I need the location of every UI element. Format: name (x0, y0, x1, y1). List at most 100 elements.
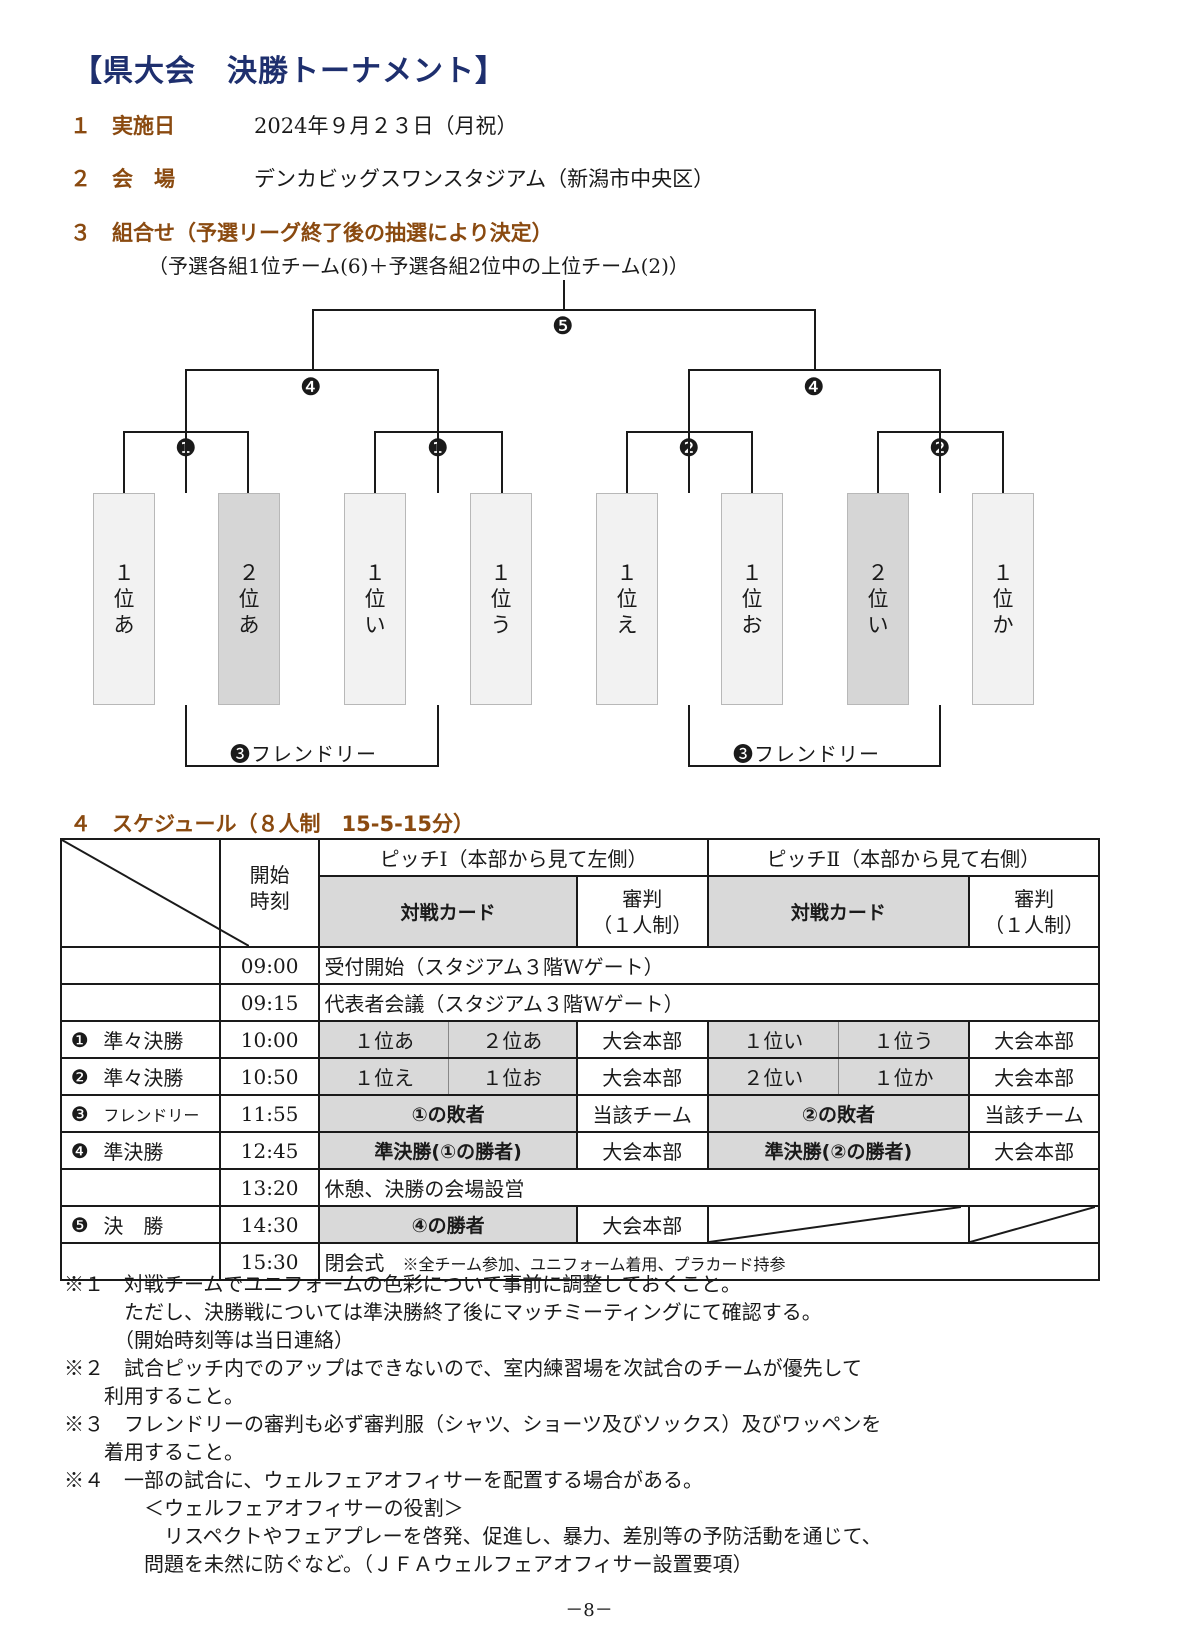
row-time: 09:00 (218, 946, 321, 985)
referee: 当該チーム (968, 1094, 1100, 1133)
table-row: 15:30 閉会式 ※全チーム参加、ユニフォーム着用、プラカード持参 (60, 1242, 1100, 1281)
header-match-card-1: 対戦カード (318, 875, 578, 948)
note-line: 利用すること。 (64, 1384, 244, 1408)
row-label-empty (60, 983, 221, 1022)
match-team: １位か (837, 1057, 971, 1096)
referee: 当該チーム (575, 1094, 709, 1133)
seed-label: ２ 位 い (867, 561, 889, 637)
referee: 大会本部 (575, 1205, 709, 1244)
seed-box: １ 位 か (972, 493, 1034, 705)
seed-label: １ 位 か (992, 561, 1014, 637)
venue: デンカビッグスワンスタジアム（新潟市中央区） (254, 167, 715, 191)
header-pitch-2: ピッチⅡ（本部から見て右側） (706, 837, 1101, 878)
row-number: ❶ (59, 1020, 98, 1059)
row-text: 受付開始（スタジアム３階Wゲート） (318, 946, 1100, 985)
row-time: 09:15 (218, 983, 321, 1022)
match-team: １位あ (318, 1020, 449, 1059)
header-start-time: 開始 時刻 (218, 838, 321, 948)
referee: 大会本部 (575, 1131, 709, 1170)
table-row: ❷ 準々決勝 10:50 １位え １位お 大会本部 ２位い １位か 大会本部 (59, 1057, 1100, 1096)
match-team: ２位い (706, 1057, 839, 1096)
note-line: ※４ 一部の試合に、ウェルフェアオフィサーを配置する場合がある。 (64, 1468, 703, 1492)
diagonal-line (708, 1207, 961, 1242)
row-time: 12:45 (218, 1131, 321, 1170)
tournament-bracket (123, 280, 1004, 767)
seed-label: １ 位 あ (113, 561, 135, 637)
row-time: 13:20 (218, 1168, 321, 1207)
section-4-label: スケジュール（８人制 15-5-15分） (112, 812, 475, 836)
schedule-table: 開始 時刻 ピッチⅠ（本部から見て左側） ピッチⅡ（本部から見て右側） 対戦カー… (59, 837, 1101, 1281)
row-label: 準々決勝 (97, 1057, 221, 1096)
row-number: ❷ (59, 1057, 98, 1096)
section-1-label: 実施日 (112, 114, 175, 138)
seed-label: ２ 位 あ (238, 561, 260, 637)
header-corner (60, 838, 249, 948)
seed-box: １ 位 え (596, 493, 658, 705)
note-line: 着用すること。 (64, 1440, 244, 1464)
referee: 大会本部 (968, 1020, 1100, 1059)
row-number: ❺ (59, 1205, 98, 1244)
friendly-label-right: ❸フレンドリー (733, 742, 880, 766)
closing-ceremony: 閉会式 (324, 1251, 385, 1275)
note-line: ※２ 試合ピッチ内でのアップはできないので、室内練習場を次試合のチームが優先して (64, 1356, 862, 1380)
table-row: 13:20 休憩、決勝の会場設営 (60, 1168, 1100, 1207)
row-time: 15:30 (218, 1242, 321, 1281)
row-time: 14:30 (218, 1205, 321, 1244)
note-line: ※１ 対戦チームでユニフォームの色彩について事前に調整しておくこと。 (64, 1272, 741, 1296)
section-3-number: ３ (70, 221, 91, 245)
notes-block: ※１ 対戦チームでユニフォームの色彩について事前に調整しておくこと。 ただし、決… (64, 1270, 882, 1578)
header-referee-2: 審判 （１人制） (968, 875, 1100, 948)
match-team: １位お (447, 1057, 578, 1096)
closing-note: ※全チーム参加、ユニフォーム着用、プラカード持参 (402, 1255, 786, 1274)
qf-label-4: ❷ (929, 434, 952, 462)
row-label: 決 勝 (97, 1205, 221, 1244)
seed-box: １ 位 う (470, 493, 532, 705)
referee: 大会本部 (575, 1057, 709, 1096)
empty-cell-diagonal (968, 1205, 1100, 1244)
seed-label: １ 位 え (616, 561, 638, 637)
diagonal-line (970, 1207, 1096, 1242)
combination-note: （予選各組1位チーム(6)＋予選各組2位中の上位チーム(2)） (148, 254, 689, 278)
seed-box: １ 位 お (721, 493, 783, 705)
note-line: （開始時刻等は当日連絡） (64, 1328, 354, 1352)
referee: 大会本部 (968, 1057, 1100, 1096)
row-label-empty (60, 1168, 221, 1207)
table-row: 09:00 受付開始（スタジアム３階Wゲート） (60, 946, 1100, 985)
note-line: ※３ フレンドリーの審判も必ず審判服（シャツ、ショーツ及びソックス）及びワッペン… (64, 1412, 882, 1436)
referee: 大会本部 (968, 1131, 1100, 1170)
qf-label-1: ❶ (175, 434, 198, 462)
match-card: ④の勝者 (318, 1205, 578, 1244)
row-label-empty (60, 946, 221, 985)
section-2-number: ２ (70, 167, 91, 191)
row-text: 閉会式 ※全チーム参加、ユニフォーム着用、プラカード持参 (318, 1242, 1100, 1281)
row-number: ❹ (59, 1131, 98, 1170)
seed-label: １ 位 う (490, 561, 512, 637)
section-3-label: 組合せ（予選リーグ終了後の抽選により決定） (112, 221, 553, 245)
seed-label: １ 位 お (741, 561, 763, 637)
match-team: １位え (318, 1057, 449, 1096)
match-team: ２位あ (447, 1020, 578, 1059)
match-card: 準決勝(②の勝者) (706, 1131, 971, 1170)
section-1-number: １ (70, 114, 91, 138)
seed-label: １ 位 い (364, 561, 386, 637)
event-date: 2024年９月２３日（月祝） (254, 114, 518, 138)
table-row: 09:15 代表者会議（スタジアム３階Wゲート） (60, 983, 1100, 1022)
row-text: 代表者会議（スタジアム３階Wゲート） (318, 983, 1100, 1022)
table-row: ❺ 決 勝 14:30 ④の勝者 大会本部 (59, 1205, 1100, 1244)
match-card: ①の敗者 (318, 1094, 578, 1133)
referee: 大会本部 (575, 1020, 709, 1059)
header-referee-1: 審判 （１人制） (575, 875, 709, 948)
qf-label-3: ❷ (678, 434, 701, 462)
row-label: 準決勝 (97, 1131, 221, 1170)
seed-box: １ 位 い (344, 493, 406, 705)
header-match-card-2: 対戦カード (706, 875, 971, 948)
final-label: ❺ (552, 312, 575, 340)
friendly-label-left: ❸フレンドリー (230, 742, 377, 766)
note-line: ＜ウェルフェアオフィサーの役割＞ (64, 1496, 464, 1520)
row-number: ❸ (59, 1094, 98, 1133)
semi-label-right: ❹ (803, 373, 826, 401)
row-time: 10:50 (218, 1057, 321, 1096)
header-pitch-1: ピッチⅠ（本部から見て左側） (318, 837, 709, 878)
semi-label-left: ❹ (300, 373, 323, 401)
table-row: ❸ フレンドリー 11:55 ①の敗者 当該チーム ②の敗者 当該チーム (59, 1094, 1100, 1133)
